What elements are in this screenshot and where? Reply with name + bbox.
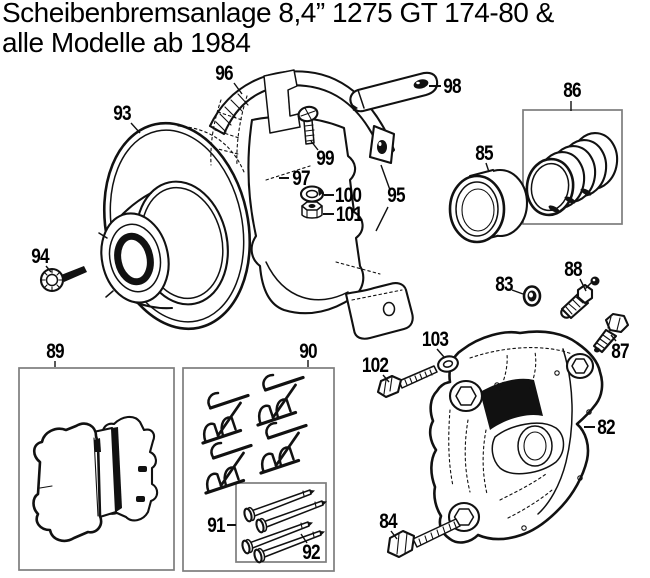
part-label-98: 98: [443, 76, 462, 99]
shield-bracket-lower-tab: [344, 282, 414, 340]
nut: [301, 201, 323, 219]
part-label-87: 87: [611, 341, 629, 364]
part-label-96: 96: [215, 63, 233, 86]
bleed-screw: [560, 276, 600, 320]
lock-strap: [349, 71, 439, 113]
part-label-97: 97: [292, 168, 310, 191]
bolt-washer: [437, 355, 459, 373]
seal-kit-box: [522, 109, 623, 225]
anti-rattle-clips: [201, 373, 308, 495]
part-label-83: 83: [495, 274, 513, 297]
hub-bolt: [39, 266, 87, 293]
part-label-101: 101: [336, 204, 363, 227]
leader-lines: [45, 82, 617, 544]
part-label-82: 82: [597, 417, 615, 440]
piston-bore: [517, 425, 553, 467]
caliper-bolt-upper: [376, 365, 438, 399]
part-label-89: 89: [46, 341, 64, 364]
part-label-99: 99: [316, 148, 334, 171]
part-label-94: 94: [31, 246, 50, 269]
plug-bolt: [592, 312, 630, 354]
pad-backplate-front: [32, 422, 103, 543]
part-label-102: 102: [362, 355, 388, 378]
pin-kit-inner-box: [235, 482, 327, 563]
part-label-86: 86: [563, 80, 581, 103]
part-label-85: 85: [475, 143, 494, 166]
part-label-100: 100: [335, 185, 361, 208]
page-title: Scheibenbremsanlage 8,4” 1275 GT 174-80 …: [2, 0, 648, 58]
part-label-91: 91: [207, 515, 226, 538]
part-label-95: 95: [387, 185, 406, 208]
part-label-84: 84: [379, 511, 398, 534]
caliper-piston: [448, 168, 529, 244]
piston-open-face: [448, 174, 506, 244]
seal-kit-rings: [525, 132, 619, 217]
part-label-103: 103: [422, 329, 448, 352]
part-label-90: 90: [299, 341, 317, 364]
fitting-kit-box: [182, 367, 335, 572]
brake-pad-set: [32, 415, 159, 543]
page-title-line2: alle Modelle ab 1984: [2, 27, 251, 58]
shield-screw: [297, 105, 319, 145]
part-label-88: 88: [564, 259, 583, 282]
shield-top-bracket: [263, 69, 301, 134]
part-label-93: 93: [113, 103, 131, 126]
brake-disc: [98, 95, 252, 331]
part-labels: 93 94 96 99 97 100 101 95 98 86 85 83 88…: [31, 63, 630, 565]
caliper-bolt-lower: [386, 518, 461, 559]
dust-seal: [522, 285, 542, 307]
pad-set-box: [18, 367, 175, 571]
hub-bore: [114, 232, 154, 286]
page-title-line1: Scheibenbremsanlage 8,4” 1275 GT 174-80 …: [2, 0, 554, 28]
part-label-92: 92: [302, 542, 320, 565]
